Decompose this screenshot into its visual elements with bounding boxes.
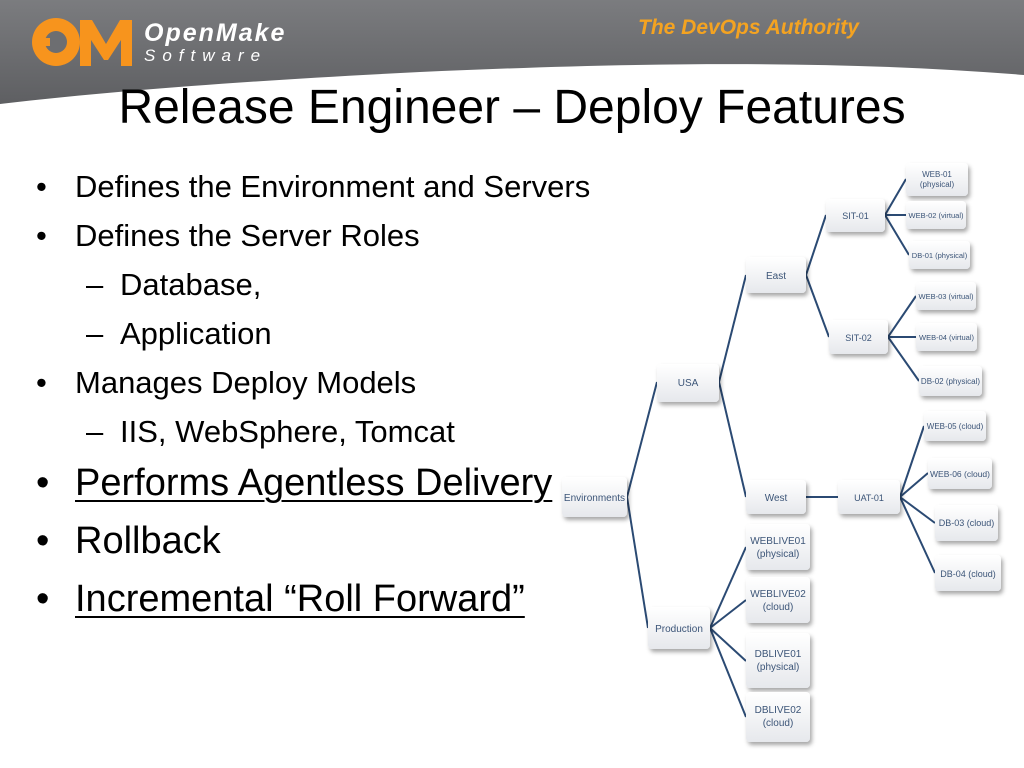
node-db-01: DB-01 (physical) [909, 241, 970, 269]
tagline: The DevOps Authority [638, 16, 859, 39]
node-label: West [765, 493, 788, 504]
node-label: DBLIVE02 [755, 705, 802, 716]
node-weblive02: WEBLIVE02 (cloud) [746, 577, 810, 623]
node-label: DBLIVE01 [755, 649, 802, 660]
bullet-text: IIS, WebSphere, Tomcat [120, 414, 455, 449]
node-label: (cloud) [763, 718, 794, 729]
bullet-list: Defines the Environment and Servers Defi… [32, 166, 592, 634]
node-label: DB-04 (cloud) [940, 569, 996, 579]
header-background [0, 0, 1024, 104]
node-web-03: WEB-03 (virtual) [916, 282, 976, 310]
bullet-item: Rollback [32, 518, 592, 564]
logo-name: OpenMake [144, 18, 287, 47]
node-db-03: DB-03 (cloud) [935, 505, 998, 541]
bullet-text: Defines the Environment and Servers [75, 169, 591, 204]
node-dblive02: DBLIVE02 (cloud) [746, 692, 810, 742]
node-east: East [746, 257, 806, 293]
node-db-02: DB-02 (physical) [919, 366, 982, 396]
node-label: SIT-02 [845, 333, 872, 343]
node-sit-02: SIT-02 [829, 320, 888, 354]
bullet-text: Defines the Server Roles [75, 218, 420, 253]
node-label: DB-01 (physical) [912, 251, 968, 260]
node-label: WEB-02 (virtual) [908, 211, 964, 220]
sub-bullet-item: IIS, WebSphere, Tomcat [32, 411, 592, 452]
node-label: SIT-01 [842, 211, 869, 221]
slide-title: Release Engineer – Deploy Features [118, 81, 906, 134]
node-label: WEB-06 (cloud) [930, 469, 990, 479]
node-west: West [746, 480, 806, 514]
node-label: Production [655, 624, 703, 635]
bullet-text: Performs Agentless Delivery [75, 462, 553, 504]
node-web-05: WEB-05 (cloud) [924, 411, 986, 441]
node-label: (physical) [920, 180, 955, 189]
openmake-logo: OpenMake Software [28, 14, 286, 70]
node-sit-01: SIT-01 [826, 199, 885, 232]
node-label: USA [678, 378, 699, 389]
node-label: (cloud) [763, 602, 794, 613]
node-label: UAT-01 [854, 493, 884, 503]
sub-bullet-item: Database, [32, 264, 592, 305]
node-dblive01: DBLIVE01 (physical) [746, 633, 810, 688]
node-label: Environments [564, 493, 625, 504]
node-db-04: DB-04 (cloud) [935, 555, 1001, 591]
bullet-item: Incremental “Roll Forward” [32, 576, 592, 622]
environment-tree-diagram: Environments USA Production East West SI… [562, 163, 1001, 742]
header-banner: OpenMake Software The DevOps Authority [0, 0, 1024, 110]
node-uat-01: UAT-01 [838, 480, 900, 514]
bullet-text: Manages Deploy Models [75, 365, 417, 400]
node-label: (physical) [757, 662, 800, 673]
logo-subtitle: Software [144, 45, 268, 65]
bullet-item: Defines the Server Roles [32, 215, 592, 256]
bullet-item: Manages Deploy Models [32, 362, 592, 403]
node-environments: Environments [562, 477, 627, 517]
node-label: East [766, 271, 786, 282]
node-label: (physical) [757, 549, 800, 560]
node-web-06: WEB-06 (cloud) [928, 458, 992, 489]
node-production: Production [648, 607, 710, 649]
connector-lines [626, 178, 936, 718]
bullet-item: Defines the Environment and Servers [32, 166, 592, 207]
node-label: WEB-01 [922, 170, 952, 179]
bullet-text: Database, [120, 267, 262, 302]
node-label: DB-02 (physical) [921, 377, 980, 386]
node-label: WEBLIVE02 [750, 589, 806, 600]
node-web-04: WEB-04 (virtual) [916, 323, 977, 351]
node-label: DB-03 (cloud) [939, 518, 995, 528]
node-label: WEB-05 (cloud) [927, 422, 984, 431]
node-weblive01: WEBLIVE01 (physical) [746, 524, 810, 570]
bullet-text: Application [120, 316, 272, 351]
om-logo-icon [32, 18, 132, 66]
node-label: WEBLIVE01 [750, 536, 806, 547]
bullet-item: Performs Agentless Delivery [32, 460, 592, 506]
node-usa: USA [657, 364, 719, 402]
bullet-text: Incremental “Roll Forward” [75, 578, 525, 620]
node-label: WEB-03 (virtual) [918, 292, 974, 301]
node-web-01: WEB-01 (physical) [906, 163, 968, 196]
sub-bullet-item: Application [32, 313, 592, 354]
node-web-02: WEB-02 (virtual) [906, 201, 966, 229]
node-label: WEB-04 (virtual) [919, 333, 975, 342]
bullet-text: Rollback [75, 520, 221, 562]
